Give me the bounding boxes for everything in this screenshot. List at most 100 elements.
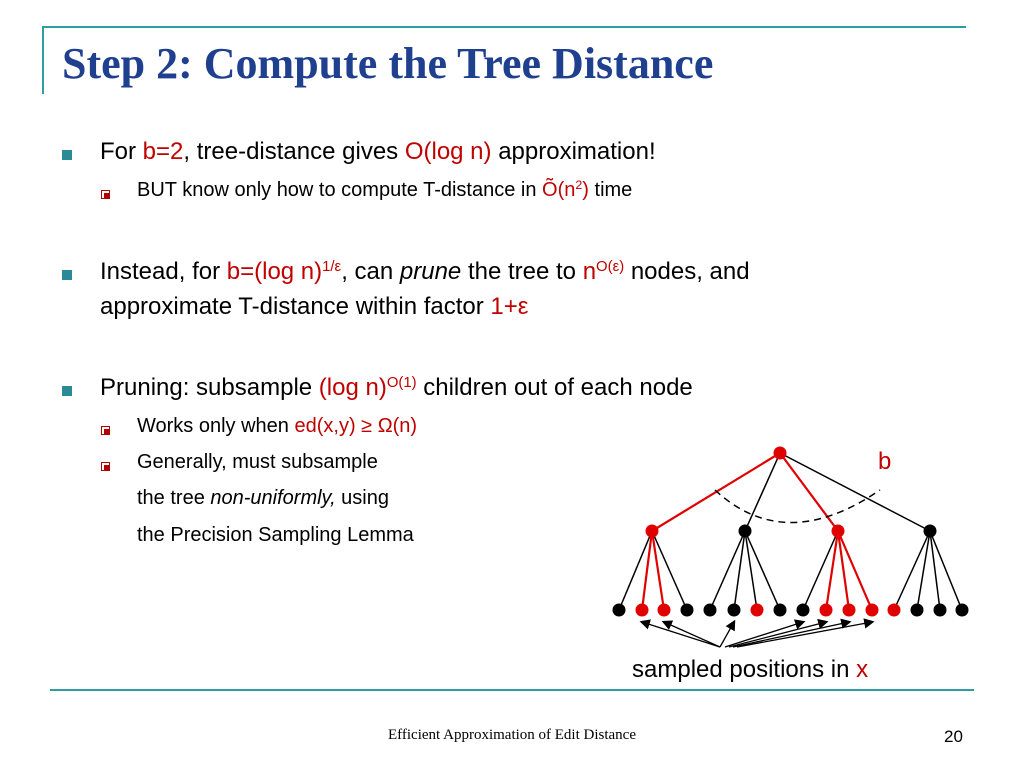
tree-edge	[744, 452, 781, 532]
text: BUT know only how to compute T-distance …	[137, 179, 543, 201]
tree-edge	[651, 530, 688, 611]
leaf-node	[612, 603, 626, 617]
internal-node	[738, 524, 752, 538]
text-highlight: b=2	[142, 138, 184, 165]
leaf-node	[635, 603, 649, 617]
leaf-node	[796, 603, 810, 617]
slide-title: Step 2: Compute the Tree Distance	[62, 39, 714, 88]
text-italic: prune	[399, 258, 462, 285]
bullet-marker	[62, 270, 72, 280]
footer-title: Efficient Approximation of Edit Distance	[388, 727, 636, 743]
sub-bullet-2: Works only when ed(x,y) ≥ Ω(n)	[137, 415, 417, 438]
bullet-marker	[62, 150, 72, 160]
sampling-arrow	[732, 618, 852, 648]
sub-bullet-marker	[101, 190, 110, 199]
leaf-node	[887, 603, 901, 617]
tree-nodes	[612, 446, 969, 617]
pruned-tree-diagram	[612, 446, 969, 648]
leaf-node	[933, 603, 947, 617]
leaf-node	[727, 603, 741, 617]
sampling-arrow	[639, 619, 721, 648]
text: , tree-distance gives	[183, 138, 405, 165]
bullet-2-line-1: Instead, for b=(log n)1/ε, can prune the…	[100, 258, 750, 286]
frame-top-rule	[42, 26, 966, 28]
text-highlight: b=(log n)	[226, 258, 323, 285]
superscript: O(ε)	[596, 258, 625, 275]
text-highlight: 1+ε	[490, 293, 529, 320]
sub-bullet-3-line-3: the Precision Sampling Lemma	[137, 524, 414, 546]
text-highlight: Õ(n	[542, 179, 576, 201]
tree-edge	[893, 530, 931, 611]
bullet-1: For b=2, tree-distance gives O(log n) ap…	[100, 138, 656, 166]
text-italic: non-uniformly,	[210, 487, 336, 509]
sampling-arrow	[724, 619, 806, 648]
tree-edge	[650, 530, 666, 611]
text: approximation!	[491, 138, 656, 165]
text: the tree	[137, 487, 211, 509]
tree-edge	[744, 530, 781, 611]
tree-edge	[779, 452, 931, 532]
internal-node	[831, 524, 845, 538]
leaf-node	[773, 603, 787, 617]
text: Instead, for	[100, 258, 227, 285]
leaf-node	[955, 603, 969, 617]
sub-bullet-3-line-1: Generally, must subsample	[137, 451, 378, 473]
tree-edge	[824, 530, 840, 611]
tree-edge	[836, 530, 874, 611]
tree-edge	[802, 530, 839, 611]
leaf-node	[910, 603, 924, 617]
text-highlight: O(log n)	[404, 138, 492, 165]
text: sampled positions in	[632, 656, 857, 683]
leaf-node	[819, 603, 833, 617]
sub-bullet-marker	[101, 462, 110, 471]
tree-edges	[618, 452, 963, 611]
text: using	[335, 487, 389, 509]
tree-edge	[836, 530, 851, 611]
sub-bullet-1: BUT know only how to compute T-distance …	[137, 179, 632, 202]
leaf-node	[680, 603, 694, 617]
superscript: 1/ε	[322, 258, 342, 275]
tree-edge	[779, 452, 839, 532]
leaf-node	[657, 603, 671, 617]
bullet-3: Pruning: subsample (log n)O(1) children …	[100, 374, 693, 402]
branching-arc	[714, 489, 881, 524]
text-highlight: )	[582, 179, 589, 201]
text-highlight: x	[856, 656, 869, 683]
tree-edge	[640, 530, 654, 611]
tree-edge	[618, 530, 653, 611]
diagram-caption: sampled positions in x	[632, 656, 868, 684]
root-node	[773, 446, 787, 460]
page-number: 20	[944, 727, 963, 746]
text: approximate T-distance within factor	[100, 293, 491, 320]
leaf-node	[865, 603, 879, 617]
internal-node	[645, 524, 659, 538]
leaf-node	[750, 603, 764, 617]
sampling-arrows	[639, 618, 875, 648]
text-highlight: (log n)	[318, 374, 387, 401]
tree-edge	[929, 530, 941, 611]
text: the tree to	[461, 258, 583, 285]
sampling-arrow	[661, 620, 721, 648]
text: Works only when	[137, 415, 295, 437]
tree-edge	[744, 530, 758, 611]
tree-edge	[651, 452, 781, 532]
footer-rule	[50, 689, 974, 691]
sampling-arrow	[728, 618, 829, 648]
sampling-arrow	[736, 618, 875, 648]
tree-edge	[929, 530, 963, 611]
text: time	[588, 179, 633, 201]
sampling-arrow	[719, 619, 736, 648]
text: nodes, and	[624, 258, 750, 285]
sub-bullet-marker	[101, 426, 110, 435]
leaf-node	[703, 603, 717, 617]
text-highlight: ed(x,y) ≥ Ω(n)	[294, 415, 418, 437]
text-highlight: n	[582, 258, 597, 285]
superscript: O(1)	[386, 374, 417, 391]
leaf-node	[842, 603, 856, 617]
text: Pruning: subsample	[100, 374, 319, 401]
sub-bullet-3-line-2: the tree non-uniformly, using	[137, 487, 389, 510]
bullet-2-line-2: approximate T-distance within factor 1+ε	[100, 293, 528, 321]
internal-node	[923, 524, 937, 538]
branching-label: b	[878, 448, 892, 475]
bullet-marker	[62, 386, 72, 396]
